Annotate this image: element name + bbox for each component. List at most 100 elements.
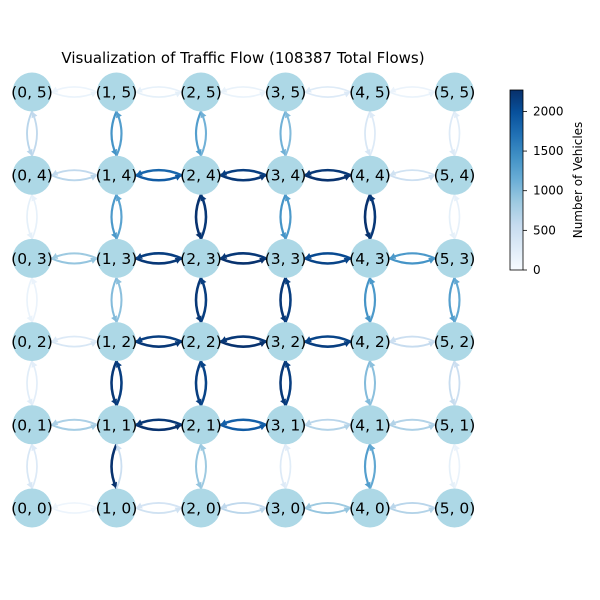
flow-edge [135,335,183,343]
flow-edge [304,252,352,260]
flow-edge [115,111,123,157]
flow-arrowhead [26,398,33,406]
intersection-node: (2, 3) [180,238,222,278]
flow-arrowhead [90,174,97,181]
flow-arrowhead [51,502,59,509]
intersection-node: (5, 5) [434,72,475,112]
flow-arrowhead [449,398,455,406]
intersection-node: (0, 5) [11,72,53,112]
flow-arrowhead [195,232,202,239]
flow-edge [304,335,352,343]
node-label: (0, 3) [11,250,53,268]
flow-arrowhead [116,444,122,452]
node-label: (2, 4) [180,167,222,185]
flow-edge [219,174,267,182]
flow-arrowhead [343,507,351,514]
flow-edge [389,91,436,98]
flow-arrowhead [31,194,38,202]
flow-edge [304,257,352,265]
flow-edge [135,423,183,432]
flow-arrowhead [449,481,455,489]
flow-edge [31,277,38,323]
flow-arrowhead [51,169,59,176]
flow-arrowhead [428,174,435,181]
flow-edge [453,277,461,323]
flow-edge [115,194,123,240]
flow-edge [284,194,292,240]
node-label: (1, 1) [96,416,138,434]
flow-edge [199,277,208,323]
flow-arrowhead [195,398,202,406]
flow-edge [364,111,371,157]
flow-arrowhead [389,502,397,509]
intersection-node: (0, 2) [11,322,53,362]
intersection-node: (0, 3) [11,238,53,278]
intersection-node: (5, 1) [434,405,475,445]
flow-edge [220,418,267,426]
node-label: (1, 2) [96,333,138,351]
flow-edge [304,423,351,431]
flow-edge [51,174,98,182]
node-label: (2, 5) [180,84,222,102]
node-label: (0, 0) [11,500,53,518]
node-circle [181,238,221,278]
flow-edge [31,194,38,240]
flow-edge [389,257,436,265]
flow-edge [284,277,292,323]
flow-arrowhead [31,444,38,452]
flow-edge [135,340,183,348]
flow-edge [135,507,182,514]
intersection-node: (5, 4) [434,155,476,195]
intersection-node: (5, 0) [434,488,475,528]
flow-edge [279,194,287,240]
flow-arrowhead [305,253,312,259]
flow-arrowhead [31,111,38,119]
intersection-node: (1, 3) [96,238,137,278]
flow-edge [448,194,456,240]
node-circle [97,238,136,278]
node-circle [12,405,52,445]
node-circle [435,72,474,112]
flow-edge [110,360,118,406]
edge-layer [26,86,461,515]
node-label: (2, 3) [180,250,222,268]
flow-arrowhead [195,315,202,323]
flow-edge [363,443,371,489]
flow-edge [31,443,38,489]
flow-arrowhead [305,336,312,343]
flow-edge [369,443,377,489]
intersection-node: (4, 5) [349,72,391,112]
flow-arrowhead [449,315,455,323]
flow-edge [31,360,38,406]
flow-arrowhead [174,424,182,431]
node-label: (4, 5) [349,84,391,102]
node-circle [12,488,52,528]
node-circle [435,322,474,362]
flow-arrowhead [195,481,202,489]
flow-edge [453,443,461,489]
flow-arrowhead [200,194,207,202]
flow-arrowhead [364,315,371,323]
flow-edge [363,194,372,240]
node-label: (5, 4) [434,167,476,185]
flow-edge [26,277,33,323]
flow-edge [279,111,287,157]
flow-arrowhead [116,361,122,368]
colorbar-label: Number of Vehicles [571,122,585,239]
flow-edge [51,252,98,260]
flow-edge [51,423,98,431]
flow-arrowhead [343,91,351,98]
flow-arrowhead [454,277,460,285]
flow-arrowhead [280,148,286,156]
flow-arrowhead [389,169,397,176]
flow-arrowhead [364,232,371,239]
flow-arrowhead [116,277,122,285]
flow-edge [304,168,352,177]
node-label: (3, 1) [265,416,307,434]
intersection-node: (2, 1) [180,405,222,445]
node-label: (0, 1) [11,416,53,434]
flow-arrowhead [285,111,291,119]
flow-arrowhead [26,232,33,239]
flow-arrowhead [90,424,97,431]
intersection-node: (4, 2) [349,322,391,362]
